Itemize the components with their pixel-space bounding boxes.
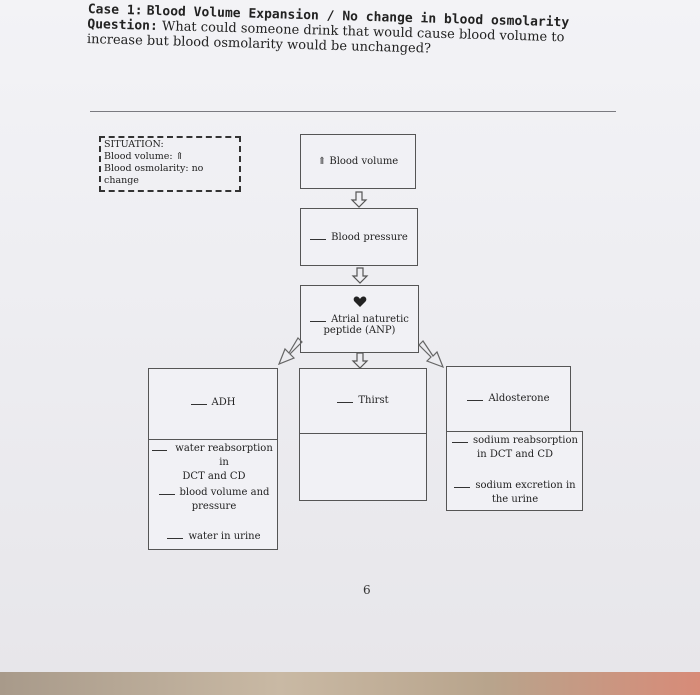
arrow-down-icon	[351, 352, 369, 369]
adh-label: ADH	[211, 397, 236, 408]
anp-label-line1: Atrial naturetic	[331, 314, 409, 325]
blood-pressure-row: Blood pressure	[301, 232, 417, 243]
arrow-down-icon	[351, 267, 369, 284]
blood-volume-box: ⇑ Blood volume	[300, 134, 416, 189]
arrow-down-right-icon	[418, 340, 445, 369]
blank-line	[337, 402, 354, 403]
arrow-down-icon	[350, 191, 368, 208]
aldosterone-effect-1: sodium reabsorption	[450, 434, 580, 448]
aldosterone-effect-2-line2: the urine	[491, 494, 539, 505]
thirst-header-box: Thirst	[299, 368, 427, 434]
blank-line	[452, 442, 469, 443]
page-number: 6	[363, 583, 371, 597]
blank-line	[190, 404, 207, 405]
thirst-effects-box	[299, 433, 427, 501]
blood-pressure-box: Blood pressure	[300, 208, 418, 266]
thirst-label: Thirst	[358, 395, 389, 406]
anp-label-line2: peptide (ANP)	[323, 325, 396, 336]
aldosterone-effect-2: sodium excretion in	[450, 479, 580, 493]
arrow-down-left-icon	[277, 337, 303, 366]
adh-effect-1-line2: DCT and CD	[182, 471, 246, 482]
answer-line	[90, 111, 616, 112]
thirst-row: Thirst	[300, 395, 426, 406]
anp-box: Atrial naturetic peptide (ANP)	[300, 285, 419, 353]
blank-line	[152, 450, 168, 451]
adh-effect-2-line2: pressure	[191, 501, 237, 512]
situation-blood-volume: Blood volume: ⇑	[104, 151, 184, 162]
background-floor	[0, 672, 700, 695]
adh-effect-1: water reabsorption in	[152, 442, 276, 470]
situation-blood-osmolarity: Blood osmolarity: no change	[104, 163, 204, 186]
blood-pressure-label: Blood pressure	[331, 232, 408, 243]
situation-box: SITUATION: Blood volume: ⇑ Blood osmolar…	[99, 136, 241, 192]
adh-effect-3: water in urine	[152, 530, 276, 544]
aldosterone-header-box: Aldosterone	[446, 366, 571, 432]
blank-line	[310, 239, 327, 240]
adh-header-box: ADH	[148, 368, 278, 440]
aldosterone-effect-1-line2: in DCT and CD	[477, 449, 553, 460]
aldosterone-effects-box: sodium reabsorption in DCT and CD sodium…	[446, 431, 583, 511]
blank-line	[158, 494, 175, 495]
case-label: Case 1:	[87, 2, 143, 19]
situation-title: SITUATION:	[104, 139, 164, 150]
blank-line	[310, 321, 327, 322]
blank-line	[467, 400, 484, 401]
blank-line	[167, 538, 184, 539]
aldosterone-row: Aldosterone	[447, 393, 570, 404]
anp-row: Atrial naturetic	[301, 314, 418, 325]
adh-row: ADH	[149, 397, 277, 408]
adh-effects-box: water reabsorption in DCT and CD blood v…	[148, 439, 278, 550]
heart-icon	[353, 296, 367, 307]
aldosterone-label: Aldosterone	[488, 393, 550, 404]
adh-effect-2: blood volume and	[152, 486, 276, 500]
blank-line	[454, 487, 471, 488]
blood-volume-label: ⇑ Blood volume	[317, 156, 399, 167]
